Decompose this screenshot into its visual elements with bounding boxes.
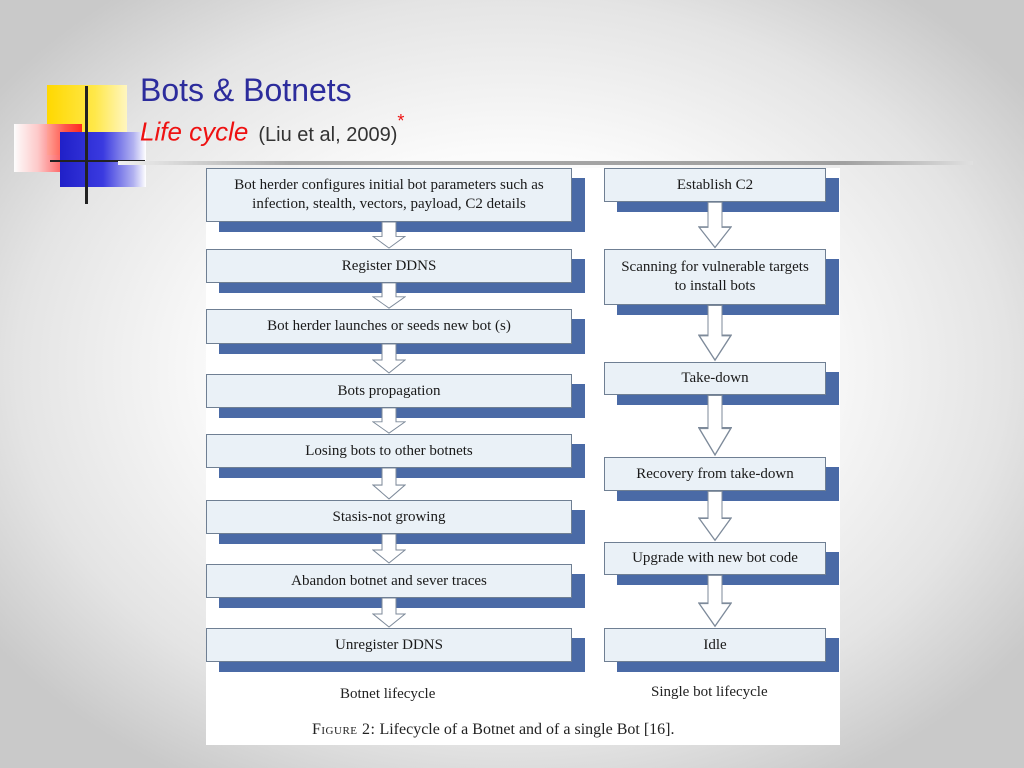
botnet-step-box: Stasis-not growing <box>206 500 572 534</box>
subtitle-life-cycle: Life cycle <box>140 116 249 147</box>
botnet-step-box: Unregister DDNS <box>206 628 572 662</box>
figure-caption: Figure 2: Lifecycle of a Botnet and of a… <box>312 721 674 739</box>
botnet-step-box: Bots propagation <box>206 374 572 408</box>
botnet-arrow-icon <box>372 468 406 500</box>
single-bot-lifecycle-caption: Single bot lifecycle <box>651 684 768 700</box>
single-bot-step-box: Establish C2 <box>604 168 826 202</box>
single-bot-step-box: Idle <box>604 628 826 662</box>
citation-mark: * <box>397 111 405 131</box>
botnet-step-box: Bot herder launches or seeds new bot (s) <box>206 309 572 344</box>
botnet-arrow-icon <box>372 344 406 374</box>
single-bot-arrow-icon <box>698 395 732 457</box>
single-bot-step-box: Recovery from take-down <box>604 457 826 491</box>
decor-horizontal-line <box>50 160 145 162</box>
single-bot-arrow-icon <box>698 491 732 542</box>
botnet-step-box: Bot herder configures initial bot parame… <box>206 168 572 222</box>
title-rule <box>118 161 973 165</box>
single-bot-arrow-icon <box>698 202 732 249</box>
single-bot-step-box: Upgrade with new bot code <box>604 542 826 575</box>
botnet-step-box: Register DDNS <box>206 249 572 283</box>
botnet-arrow-icon <box>372 222 406 249</box>
figure-label: Figure 2: <box>312 721 376 738</box>
single-bot-arrow-icon <box>698 575 732 628</box>
botnet-step-box: Abandon botnet and sever traces <box>206 564 572 598</box>
subtitle-citation: (Liu et al, 2009) <box>258 123 398 146</box>
botnet-arrow-icon <box>372 408 406 434</box>
slide-title: Bots & Botnets <box>140 72 352 108</box>
lifecycle-figure: Bot herder configures initial bot parame… <box>206 168 840 745</box>
botnet-step-box: Losing bots to other botnets <box>206 434 572 468</box>
single-bot-step-box: Take-down <box>604 362 826 395</box>
decor-vertical-line <box>85 86 88 204</box>
single-bot-arrow-icon <box>698 305 732 362</box>
slide-subtitle: Life cycle (Liu et al, 2009)* <box>140 111 404 148</box>
single-bot-step-box: Scanning for vulnerable targets to insta… <box>604 249 826 305</box>
botnet-arrow-icon <box>372 283 406 309</box>
botnet-arrow-icon <box>372 534 406 564</box>
decor-blue-square <box>60 132 146 187</box>
figure-caption-text: Lifecycle of a Botnet and of a single Bo… <box>379 721 675 738</box>
botnet-lifecycle-caption: Botnet lifecycle <box>340 686 436 702</box>
botnet-arrow-icon <box>372 598 406 628</box>
